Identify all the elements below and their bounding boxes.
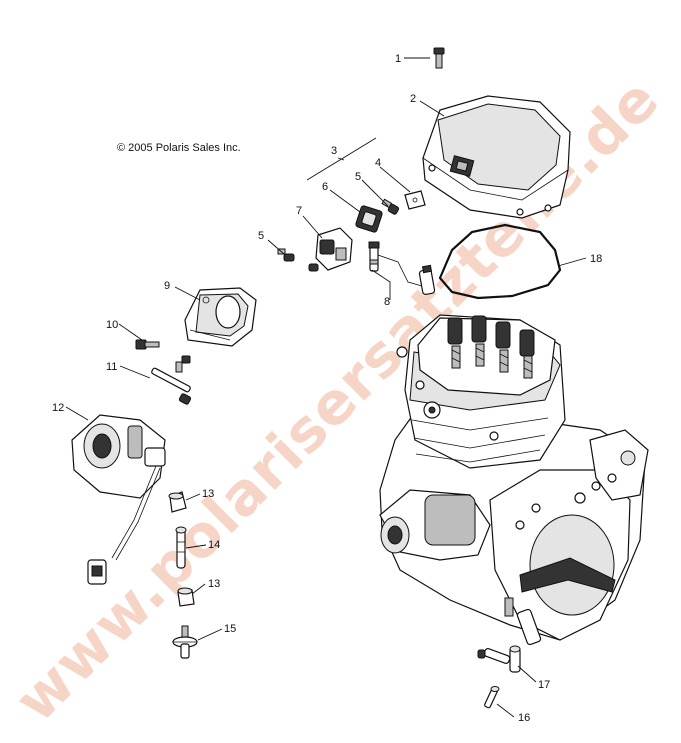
part-15-valve bbox=[172, 625, 198, 659]
callout-17: 17 bbox=[538, 679, 550, 691]
callout-2: 2 bbox=[410, 93, 416, 105]
part-18-gasket bbox=[438, 223, 562, 300]
callout-1: 1 bbox=[395, 53, 401, 65]
part-6-gasket bbox=[355, 205, 383, 233]
part-1-bolt bbox=[433, 47, 445, 69]
callout-5-upper: 5 bbox=[355, 171, 361, 183]
callout-18: 18 bbox=[590, 253, 602, 265]
callout-11: 11 bbox=[106, 361, 117, 373]
copyright-text: © 2005 Polaris Sales Inc. bbox=[117, 142, 241, 154]
callout-12: 12 bbox=[52, 402, 64, 414]
part-2-valve-cover bbox=[422, 95, 571, 219]
callout-labels: 1 2 3 4 5 5 6 7 8 9 10 11 12 13 13 14 15… bbox=[52, 53, 602, 724]
callout-13-lower: 13 bbox=[208, 578, 220, 590]
rocker-arms bbox=[447, 315, 535, 379]
part-4-plate bbox=[404, 190, 426, 210]
part-13-cap-lower bbox=[177, 587, 195, 607]
part-3-group-bracket-tick bbox=[337, 157, 345, 161]
part-10-bolt-second bbox=[175, 355, 191, 373]
callout-4: 4 bbox=[375, 157, 381, 169]
part-16-pin bbox=[484, 686, 500, 709]
part-10-bolt bbox=[135, 339, 160, 350]
part-12-throttle-body bbox=[71, 414, 166, 585]
callout-13-upper: 13 bbox=[202, 488, 214, 500]
engine-assembly bbox=[379, 314, 649, 646]
part-13-cap-upper bbox=[168, 491, 187, 513]
callout-16: 16 bbox=[518, 712, 530, 724]
part-5-screw-upper bbox=[381, 198, 400, 215]
part-14-pin bbox=[175, 526, 187, 569]
leader-lines bbox=[65, 57, 587, 718]
part-17-fitting bbox=[477, 645, 521, 673]
part-9-intake-boot bbox=[184, 287, 257, 347]
callout-6: 6 bbox=[322, 181, 328, 193]
callout-9: 9 bbox=[164, 280, 170, 292]
part-11-rod bbox=[151, 367, 192, 405]
callout-14: 14 bbox=[208, 539, 220, 551]
callout-5-lower: 5 bbox=[258, 230, 264, 242]
callout-7: 7 bbox=[296, 205, 302, 217]
callout-10: 10 bbox=[106, 319, 118, 331]
callout-15: 15 bbox=[224, 623, 236, 635]
part-7-sensor bbox=[308, 227, 353, 272]
callout-3: 3 bbox=[331, 145, 337, 157]
callout-8: 8 bbox=[384, 296, 390, 308]
